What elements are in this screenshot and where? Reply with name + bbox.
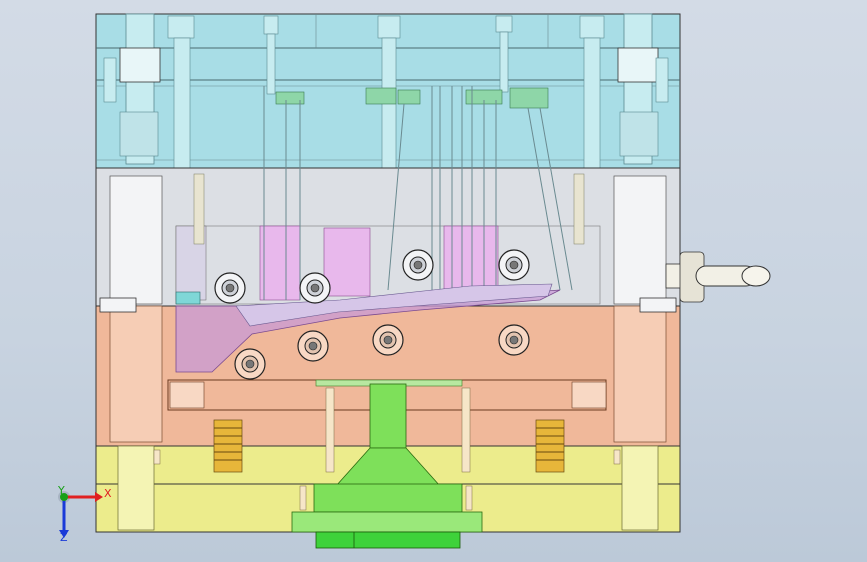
z-axis-label: Z	[60, 531, 68, 544]
screw-icon	[299, 272, 331, 304]
coordinate-triad: X Y Z	[57, 484, 112, 544]
x-axis-label: X	[104, 487, 112, 500]
molded-part	[175, 283, 561, 373]
cavity-screws	[214, 249, 530, 304]
y-axis-arrow	[60, 493, 68, 501]
parting-line-stops	[99, 291, 677, 313]
screw-icon	[297, 330, 329, 362]
screw-icon	[498, 324, 530, 356]
screw-icon	[234, 348, 266, 380]
top-plate-bolts	[103, 15, 669, 209]
core-screws	[234, 324, 530, 380]
guide-pillar-right-upper[interactable]	[617, 13, 659, 165]
screw-icon	[402, 249, 434, 281]
green-bushings	[275, 87, 549, 109]
spring-left	[213, 419, 243, 473]
side-handle[interactable]	[665, 251, 771, 303]
screw-icon	[498, 249, 530, 281]
lifter-blocks	[175, 225, 499, 301]
y-axis-label: Y	[57, 484, 65, 497]
guide-pillar-left-upper[interactable]	[119, 13, 161, 165]
screw-icon	[372, 324, 404, 356]
screw-icon	[214, 272, 246, 304]
spring-right	[535, 419, 565, 473]
sprue-bushing[interactable]	[291, 379, 483, 549]
